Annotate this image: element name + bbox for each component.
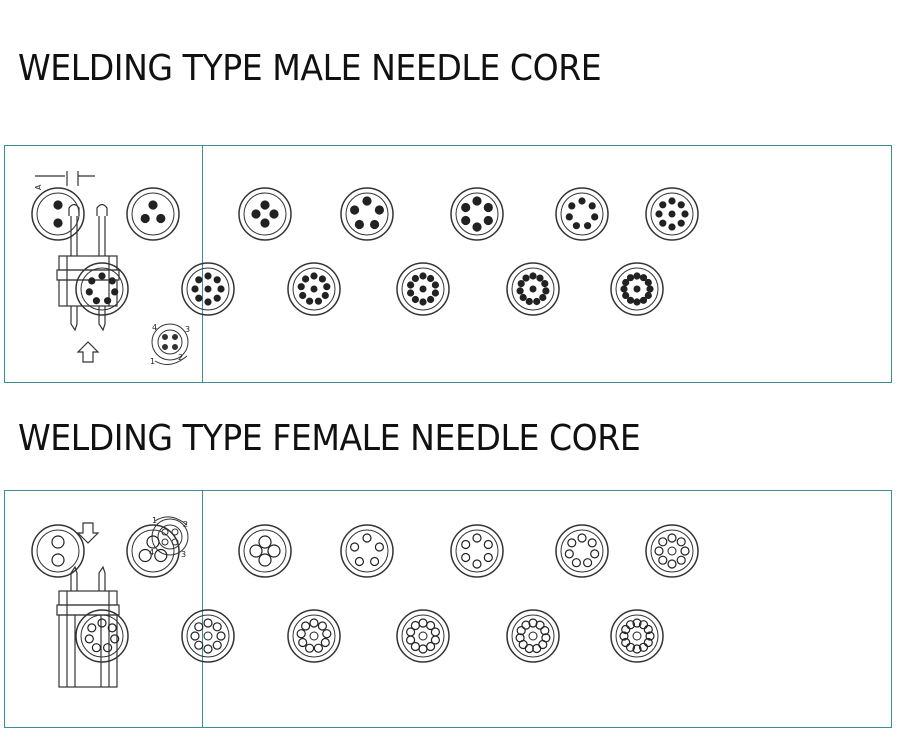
male-pin-number-diagram [151,323,189,366]
male-connector-grid [31,187,699,316]
female-connector-face [31,524,85,578]
male-plug-side-view [35,171,120,363]
female-connector-face [126,524,180,578]
male-connector-face [287,262,341,316]
female-connector-face [555,524,609,578]
pin-number-2: 2 [183,520,188,529]
female-connector-face [506,609,560,663]
male-connector-face [31,187,85,241]
male-connector-face [450,187,504,241]
dimension-a-label: A [34,184,43,190]
pin-number-3: 3 [181,550,186,559]
male-connector-face [506,262,560,316]
male-connector-face [555,187,609,241]
female-connector-face [181,609,235,663]
male-connector-face [238,187,292,241]
pin-number-4: 4 [149,548,154,557]
pin-number-3: 3 [185,325,190,334]
male-panel-drawing: A 1 2 3 4 [31,171,699,366]
panel-divider [202,491,203,727]
male-connector-face [126,187,180,241]
female-connector-face [340,524,394,578]
pin-number-1: 1 [150,357,155,366]
female-connector-face [645,524,699,578]
female-plug-side-view [56,522,120,688]
male-section-title: WELDING TYPE MALE NEEDLE CORE [18,48,602,89]
female-connector-face [610,609,664,663]
male-connector-face [75,262,129,316]
female-section-title: WELDING TYPE FEMALE NEEDLE CORE [18,418,641,459]
female-connector-panel: 1 2 3 4 [4,490,892,728]
female-panel-drawing: 1 2 3 4 [31,516,699,688]
male-connector-face [181,262,235,316]
male-connector-panel: A 1 2 3 4 [4,145,892,383]
male-connector-face [340,187,394,241]
female-connector-face [396,609,450,663]
male-connector-face [645,187,699,241]
pin-number-1: 1 [152,516,157,525]
male-connector-face [396,262,450,316]
female-connector-face [450,524,504,578]
pin-number-4: 4 [152,323,157,332]
female-connector-face [238,524,292,578]
male-connector-face [610,262,664,316]
female-connector-grid [31,524,699,663]
female-connector-face [287,609,341,663]
pin-number-2: 2 [178,353,183,362]
female-connector-face [75,609,129,663]
